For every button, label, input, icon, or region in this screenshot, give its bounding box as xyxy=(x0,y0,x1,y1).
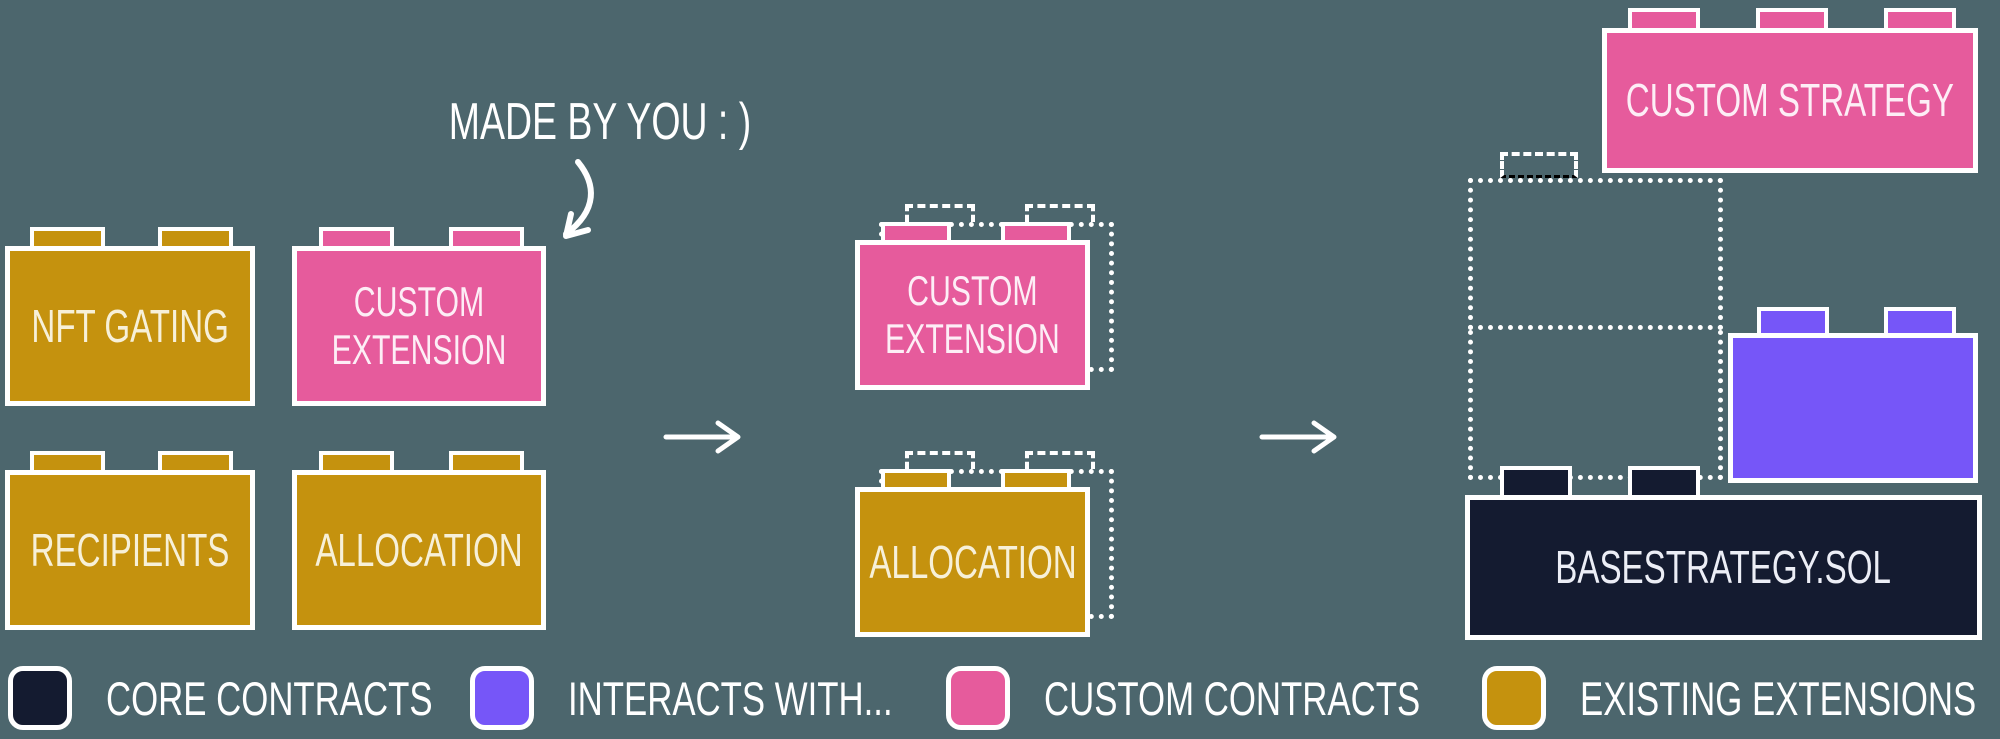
brick-label: NFT GATING xyxy=(31,299,229,352)
arrow-right-icon xyxy=(1259,420,1337,454)
legend-label: CORE CONTRACTS xyxy=(106,671,433,725)
legend-label: INTERACTS WITH... xyxy=(568,671,893,725)
arrow-right-icon xyxy=(663,420,741,454)
brick-stud xyxy=(1628,466,1700,495)
legend-swatch xyxy=(1482,666,1546,730)
annotation-label: MADE BY YOU : ) xyxy=(448,93,752,151)
ghost-stud xyxy=(905,451,975,469)
legend-item-existing-extensions: EXISTING EXTENSIONS xyxy=(1482,665,2000,731)
ghost-stud xyxy=(1025,451,1095,469)
brick-stud xyxy=(1628,8,1700,28)
brick-label: ALLOCATION xyxy=(315,523,523,576)
brick-label: CUSTOM EXTENSION xyxy=(331,277,507,373)
brick-label: ALLOCATION xyxy=(868,535,1077,588)
brick-label: RECIPIENTS xyxy=(30,523,230,576)
legend-swatch xyxy=(470,666,534,730)
brick-stud xyxy=(449,451,524,470)
legend-item-interacts-with: INTERACTS WITH... xyxy=(470,665,1007,731)
legend-item-custom-contracts: CUSTOM CONTRACTS xyxy=(946,665,1552,731)
brick-stud xyxy=(319,227,394,246)
brick-stud xyxy=(1757,307,1829,333)
brick-label: BASESTRATEGY.SOL xyxy=(1555,541,1892,594)
brick-stud xyxy=(30,451,105,470)
legend-item-core-contracts: CORE CONTRACTS xyxy=(8,665,547,731)
ghost-stud xyxy=(1025,204,1095,222)
brick-stud xyxy=(881,469,951,487)
ghost-stud xyxy=(1500,152,1578,178)
brick-stud xyxy=(319,451,394,470)
brick-label: CUSTOM STRATEGY xyxy=(1625,74,1955,127)
brick-stud xyxy=(1500,466,1572,495)
curved-arrow-icon xyxy=(563,159,594,239)
legend-swatch xyxy=(8,666,72,730)
ghost-stud xyxy=(905,204,975,222)
legend-swatch xyxy=(946,666,1010,730)
brick-stud xyxy=(1756,8,1828,28)
brick-stud xyxy=(30,227,105,246)
brick-stud xyxy=(449,227,524,246)
ghost-slot-top xyxy=(1468,178,1723,330)
brick-stud xyxy=(1001,222,1071,240)
brick-stud xyxy=(881,222,951,240)
brick-label: CUSTOM EXTENSION xyxy=(885,266,1060,362)
brick-stud xyxy=(1884,307,1956,333)
brick-stud xyxy=(158,227,233,246)
legend-label: EXISTING EXTENSIONS xyxy=(1580,671,1977,725)
annotation-text: MADE BY YOU : ) xyxy=(390,92,751,153)
legend-label: CUSTOM CONTRACTS xyxy=(1044,671,1421,725)
ghost-slot-bottom xyxy=(1468,330,1723,480)
brick-stud xyxy=(1001,469,1071,487)
brick-stud xyxy=(1884,8,1956,28)
brick-stud xyxy=(158,451,233,470)
